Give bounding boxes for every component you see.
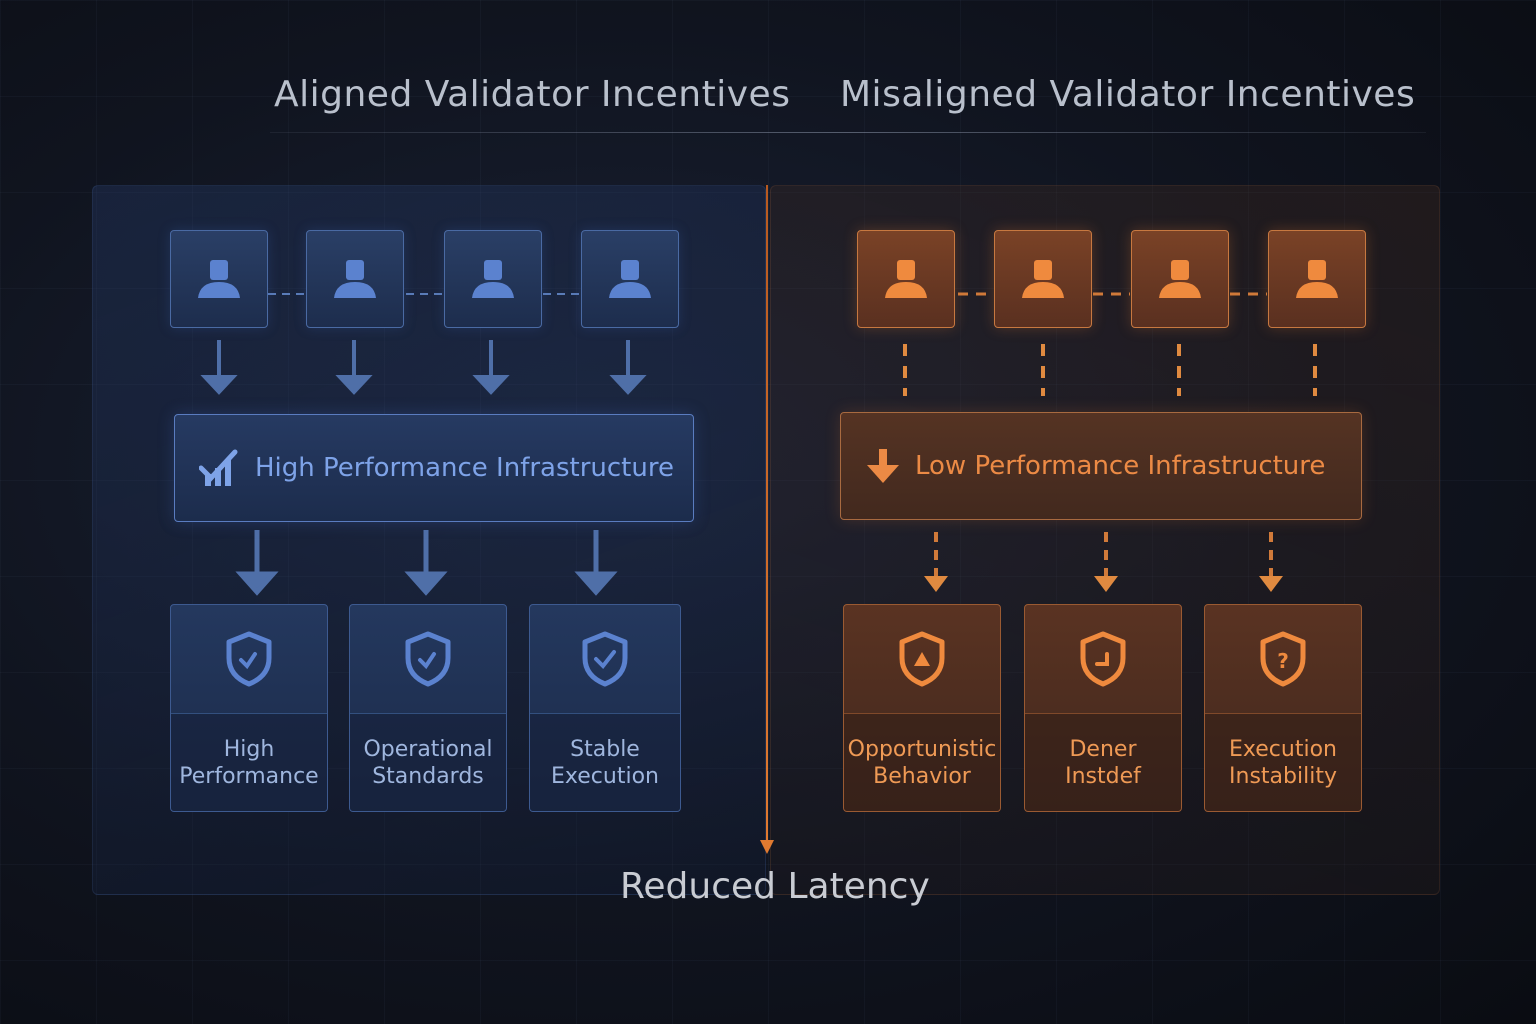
outcome-label: High Performance	[179, 737, 319, 789]
shield-check-icon	[1080, 631, 1126, 687]
low-performance-infrastructure-box: Low Performance Infrastructure	[840, 412, 1362, 520]
title-aligned: Aligned Validator Incentives	[274, 74, 791, 115]
outcome-card: Stable Execution	[529, 604, 681, 812]
outcome-card: Dener Instdef	[1024, 604, 1182, 812]
validator-node	[994, 230, 1092, 328]
outcome-label: Dener Instdef	[1065, 737, 1141, 789]
shield-check-icon	[405, 631, 451, 687]
user-icon	[1022, 260, 1064, 298]
svg-text:?: ?	[1277, 649, 1289, 673]
validator-node	[306, 230, 404, 328]
arrow-head	[472, 375, 510, 395]
arrow-down-icon	[865, 447, 901, 485]
shield-check-icon	[226, 631, 272, 687]
arrow-head	[200, 375, 238, 395]
shield-question-icon: ?	[1260, 631, 1306, 687]
outcome-label: Opportunistic Behavior	[847, 737, 997, 789]
user-icon	[198, 260, 240, 298]
user-icon	[472, 260, 514, 298]
arrow-head	[404, 571, 448, 596]
user-icon	[609, 260, 651, 298]
divider-arrow-head	[760, 840, 774, 854]
high-performance-infrastructure-box: High Performance Infrastructure	[174, 414, 694, 522]
arrow-head	[1094, 576, 1118, 592]
outcome-card: High Performance	[170, 604, 328, 812]
title-underline	[270, 132, 1426, 133]
outcome-card: Operational Standards	[349, 604, 507, 812]
center-divider	[766, 185, 768, 845]
outcome-card: Opportunistic Behavior	[843, 604, 1001, 812]
arrow-head	[924, 576, 948, 592]
outcome-label: Stable Execution	[551, 737, 659, 789]
shield-check-icon	[582, 631, 628, 687]
reduced-latency-label: Reduced Latency	[620, 866, 930, 907]
validator-node	[857, 230, 955, 328]
validator-node	[444, 230, 542, 328]
user-icon	[885, 260, 927, 298]
validator-node	[1268, 230, 1366, 328]
user-icon	[1159, 260, 1201, 298]
validator-node	[1131, 230, 1229, 328]
arrow-head	[335, 375, 373, 395]
validator-node	[581, 230, 679, 328]
user-icon	[334, 260, 376, 298]
outcome-card: ? Execution Instability	[1204, 604, 1362, 812]
arrow-head	[574, 571, 618, 596]
infrastructure-label: High Performance Infrastructure	[255, 453, 674, 483]
title-misaligned: Misaligned Validator Incentives	[840, 74, 1416, 115]
shield-warning-icon	[899, 631, 945, 687]
validator-node	[170, 230, 268, 328]
infrastructure-label: Low Performance Infrastructure	[915, 451, 1326, 481]
user-icon	[1296, 260, 1338, 298]
performance-check-icon	[199, 448, 241, 488]
outcome-label: Execution Instability	[1229, 737, 1337, 789]
arrow-head	[609, 375, 647, 395]
arrow-head	[1259, 576, 1283, 592]
outcome-label: Operational Standards	[363, 737, 493, 789]
arrow-head	[235, 571, 279, 596]
